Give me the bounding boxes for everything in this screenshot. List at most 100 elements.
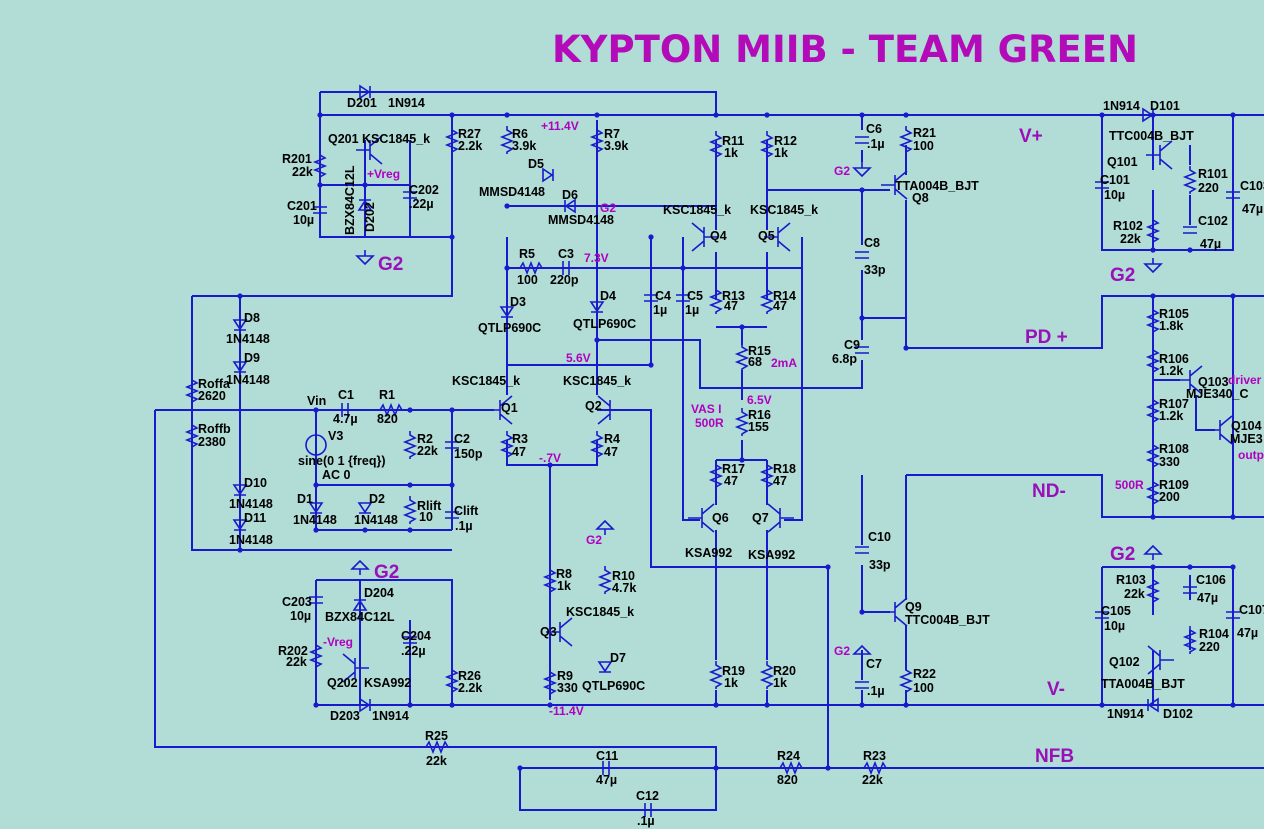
label-47e: 47 (512, 445, 526, 459)
junction-54 (1230, 293, 1236, 299)
label-r23: R23 (863, 749, 886, 763)
label-r21: R21 (913, 126, 936, 140)
label-d7: D7 (610, 651, 626, 665)
schematic-title: KYPTON MIIB - TEAM GREEN (552, 28, 1138, 71)
label-r202: R202 (278, 644, 308, 658)
label-c7: C7 (866, 657, 882, 671)
resistor-r26 (444, 666, 460, 694)
junction-42 (1099, 702, 1105, 708)
capacitor-c204 (403, 636, 417, 644)
junction-32 (739, 324, 745, 330)
annotation-outp: outp (1238, 448, 1264, 462)
label-q8: Q8 (912, 191, 929, 205)
junction-45 (407, 702, 413, 708)
transistor-q103 (1176, 365, 1203, 395)
capacitor-c106 (1183, 586, 1197, 594)
label-d10: D10 (244, 476, 267, 490)
label-d11: D11 (244, 511, 266, 525)
label-ttc9: TTC004B_BJT (905, 613, 990, 627)
label-q5: Q5 (758, 229, 775, 243)
capacitor-c10 (855, 546, 869, 554)
capacitor-c6 (855, 136, 869, 144)
label-q4: Q4 (710, 229, 727, 243)
label-10ub: 10µ (290, 609, 311, 623)
junction-37 (859, 609, 865, 615)
resistor-r14 (759, 286, 775, 314)
label-d8: D8 (244, 311, 260, 325)
voltage-source-v3 (305, 434, 327, 456)
junction-51 (517, 765, 523, 771)
junction-6 (859, 112, 865, 118)
label-c10: C10 (868, 530, 891, 544)
label-c3: C3 (558, 247, 574, 261)
junction-17 (680, 265, 686, 271)
label-q103: Q103 (1198, 375, 1229, 389)
label-1ud: .1µ (455, 519, 473, 533)
net-label-vminus: V- (1047, 679, 1065, 700)
label-d9: D9 (244, 351, 260, 365)
net-label-g2b: G2 (1110, 265, 1135, 286)
label-r9: R9 (557, 669, 573, 683)
label-qtlp1: QTLP690C (478, 321, 541, 335)
capacitor-c12 (644, 803, 652, 817)
label-clift: Clift (454, 504, 479, 518)
ground-g2-c (1143, 258, 1163, 274)
label-10uc: 10µ (1104, 188, 1125, 202)
label-4u7: 4.7µ (333, 412, 358, 426)
transistor-q9 (881, 597, 908, 627)
junction-48 (825, 564, 831, 570)
wire-40 (784, 237, 803, 521)
label-ttc101: TTC004B_BJT (1109, 129, 1194, 143)
label-2k2b: 2.2k (458, 681, 482, 695)
junction-36 (903, 345, 909, 351)
label-q1: Q1 (501, 401, 518, 415)
label-c5: C5 (687, 289, 703, 303)
junction-41 (903, 702, 909, 708)
label-r10: R10 (612, 569, 635, 583)
label-r14: R14 (773, 289, 796, 303)
resistor-r102 (1145, 216, 1161, 244)
label-2k2a: 2.2k (458, 139, 482, 153)
junction-12 (317, 182, 323, 188)
capacitor-clift (445, 511, 459, 519)
label-1n4148f: 1N4148 (354, 513, 398, 527)
label-r24: R24 (777, 749, 800, 763)
label-q102: Q102 (1109, 655, 1140, 669)
wire-57 (906, 474, 1264, 518)
transistor-q202 (342, 653, 369, 683)
label-d101: D101 (1150, 99, 1180, 113)
label-r102: R102 (1113, 219, 1143, 233)
junction-10 (1230, 112, 1236, 118)
resistor-r15 (734, 343, 750, 371)
ground-g2-e (350, 559, 370, 575)
junction-2 (504, 112, 510, 118)
transistor-q101 (1146, 140, 1173, 170)
label-c12: C12 (636, 789, 659, 803)
wire-27 (597, 409, 828, 568)
label-q201: Q201 (328, 132, 359, 146)
junction-24 (449, 407, 455, 413)
label-1n4148d: 1N4148 (229, 533, 273, 547)
annotation-g2s4: G2 (834, 644, 850, 658)
resistor-r13 (708, 286, 724, 314)
junction-34 (859, 187, 865, 193)
capacitor-c107 (1226, 611, 1240, 619)
resistor-roffb (184, 421, 200, 449)
wires (154, 91, 1264, 811)
label-d6: D6 (562, 188, 578, 202)
label-c202: C202 (409, 183, 439, 197)
capacitor-c1 (341, 403, 349, 417)
junction-5 (764, 112, 770, 118)
label-4k7: 4.7k (612, 581, 636, 595)
resistor-r106 (1145, 346, 1161, 374)
label-q6: Q6 (712, 511, 729, 525)
junction-53 (1150, 514, 1156, 520)
label-330b: 330 (1159, 455, 1180, 469)
label-d3: D3 (510, 295, 526, 309)
capacitor-c202 (403, 191, 417, 199)
label-r18: R18 (773, 462, 796, 476)
junction-4 (713, 112, 719, 118)
capacitor-c103 (1226, 191, 1240, 199)
resistor-r24 (776, 760, 804, 776)
label-roffb: Roffb (198, 422, 231, 436)
